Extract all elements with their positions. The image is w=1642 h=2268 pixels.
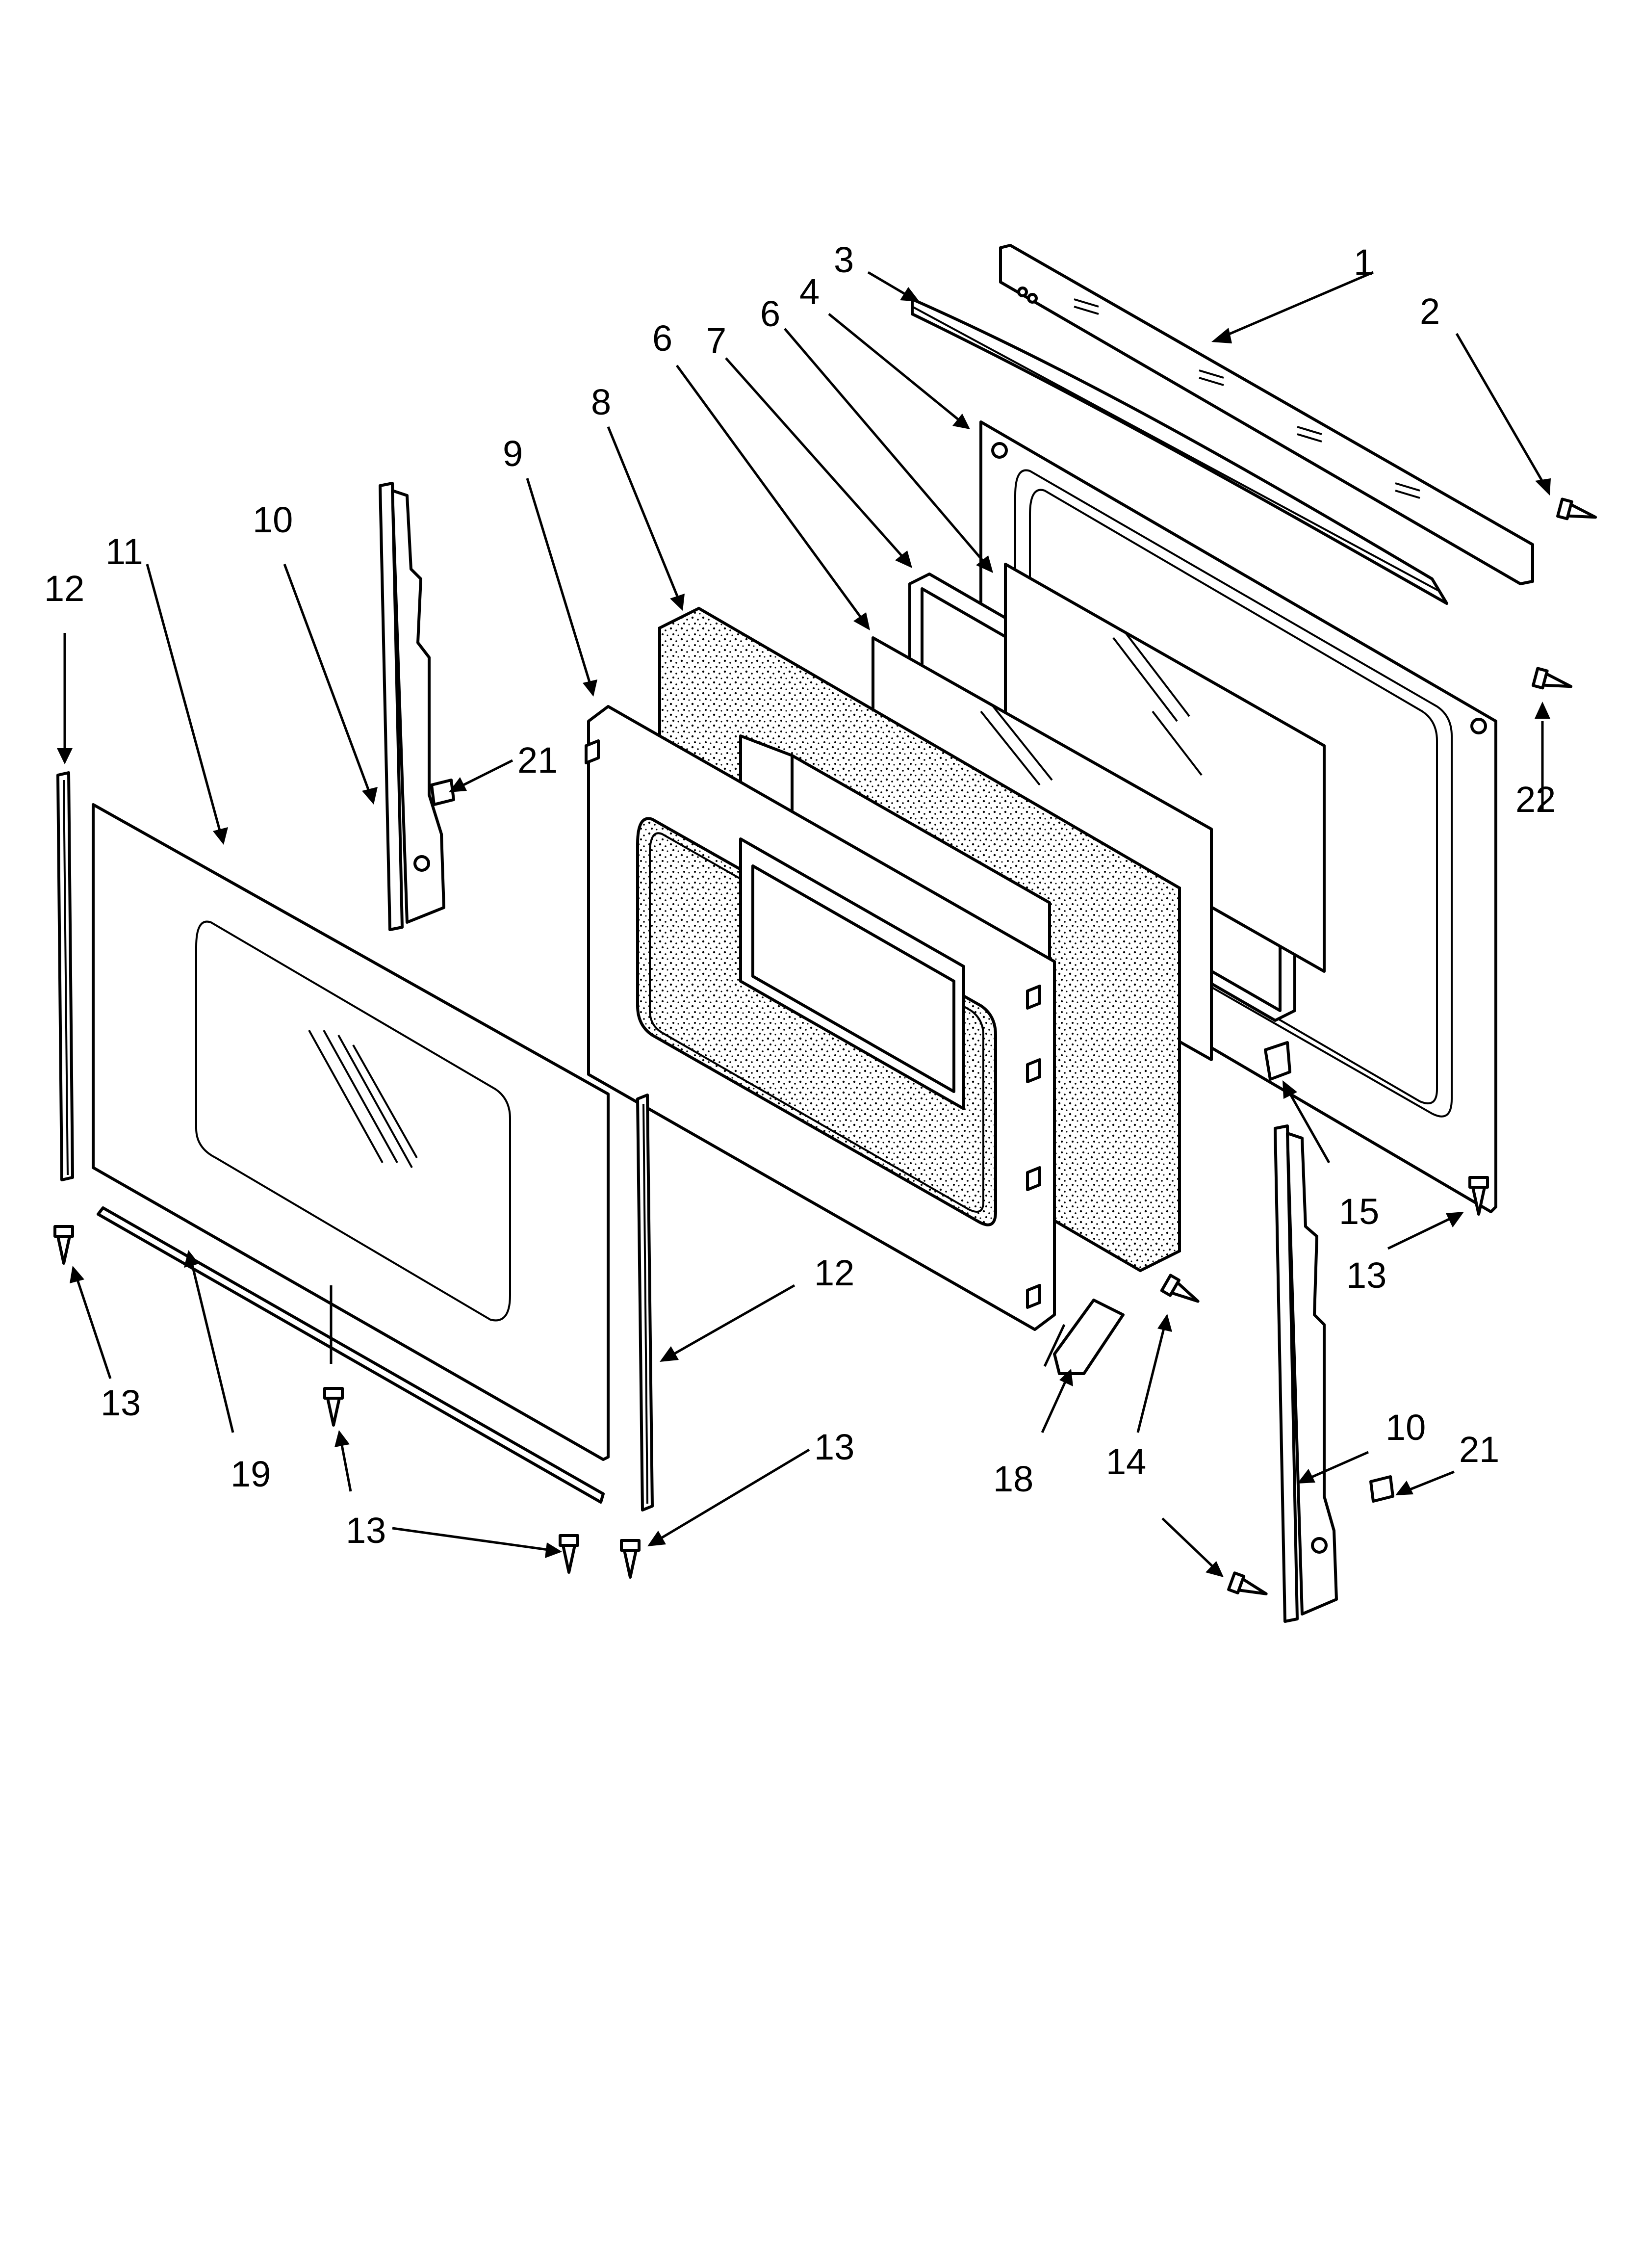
screw-icon (1160, 1274, 1200, 1303)
glass-pack-part (872, 563, 1326, 1061)
callout-label: 13 (1346, 1255, 1386, 1296)
clip-21-right-part (1369, 1475, 1394, 1503)
side-trim-right-part (636, 1094, 654, 1512)
callout-label: 19 (231, 1454, 271, 1494)
callout-label: 6 (760, 293, 780, 334)
callout-label: 15 (1339, 1191, 1379, 1232)
door-handle-part (911, 298, 1448, 605)
vent-trim-part (999, 244, 1534, 585)
callout-label: 14 (1106, 1441, 1146, 1482)
callout-label: 18 (993, 1459, 1033, 1499)
callout-label: 22 (1515, 779, 1556, 820)
screw-icon (53, 1225, 74, 1265)
callout-label: 9 (503, 433, 523, 474)
outer-glass-door-part (92, 803, 610, 1461)
callout-label: 10 (1385, 1407, 1426, 1448)
callout-label: 6 (652, 318, 672, 359)
screw-icons (53, 497, 1597, 1595)
inner-door-liner-part (585, 705, 1056, 1331)
callout-label: 21 (1459, 1429, 1499, 1470)
callout-labels: 1 2 3 4 6 6 7 8 9 10 10 11 12 12 13 13 1… (44, 239, 1556, 1551)
callout-label: 1 (1354, 242, 1374, 283)
callout-label: 12 (814, 1252, 854, 1293)
screw-icon (1227, 1571, 1268, 1595)
callout-label: 21 (517, 740, 558, 781)
hinge-left-part (379, 482, 445, 931)
callout-label: 12 (44, 568, 84, 609)
screw-icon (323, 1387, 344, 1427)
callout-label: 7 (706, 320, 726, 361)
clip-15-part (1264, 1041, 1291, 1081)
callout-label: 3 (834, 239, 854, 280)
screw-icon (1468, 1176, 1489, 1216)
callout-label: 4 (799, 271, 820, 312)
hinge-right-part (1274, 1124, 1338, 1623)
callout-label: 13 (814, 1427, 854, 1467)
callout-label: 11 (105, 531, 143, 572)
callout-label: 2 (1420, 291, 1440, 332)
callout-label: 10 (253, 499, 293, 540)
callout-label: 8 (591, 382, 611, 422)
screw-icon (559, 1534, 579, 1574)
side-trim-left-part (56, 771, 74, 1181)
bracket-part (1053, 1299, 1125, 1375)
bottom-trim-part (97, 1206, 605, 1504)
callout-label: 13 (101, 1382, 141, 1423)
leader-lines (57, 271, 1551, 1577)
screw-icon (620, 1539, 641, 1579)
callout-label: 13 (346, 1510, 386, 1551)
screw-icon (1532, 667, 1573, 690)
clip-21-left-part (430, 779, 455, 806)
screw-icon (1556, 497, 1597, 521)
